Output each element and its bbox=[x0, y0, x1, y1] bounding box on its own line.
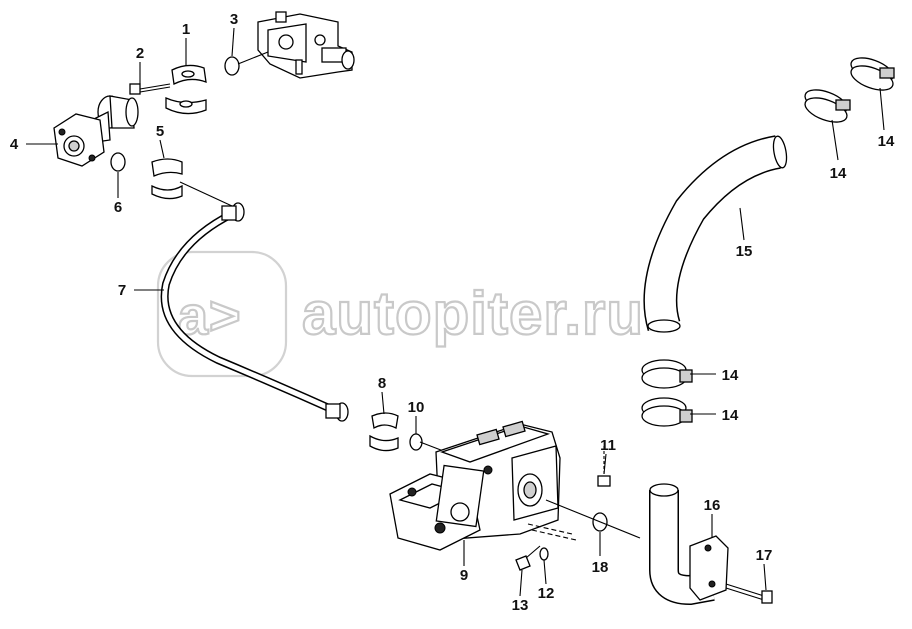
callout-labels: 1 2 3 4 5 6 7 8 9 10 11 12 13 14 14 14 1… bbox=[10, 11, 895, 614]
callout-14-b: 14 bbox=[878, 133, 895, 150]
callout-8: 8 bbox=[378, 375, 386, 392]
callout-7: 7 bbox=[118, 282, 126, 299]
callout-3: 3 bbox=[230, 11, 238, 28]
leader-lines bbox=[26, 27, 885, 597]
hose-7 bbox=[160, 202, 349, 422]
callout-14-c: 14 bbox=[722, 367, 739, 384]
watermark-text: autopiter.ru bbox=[302, 280, 644, 347]
callout-1: 1 bbox=[182, 21, 190, 38]
callout-5: 5 bbox=[156, 123, 164, 140]
hose-clamp-14-lower bbox=[641, 397, 693, 427]
callout-14-a: 14 bbox=[830, 165, 847, 182]
callout-17: 17 bbox=[756, 547, 773, 564]
watermark-logo-box bbox=[156, 250, 288, 378]
pin-11 bbox=[597, 446, 611, 487]
hose-clamp-14-upper-left bbox=[804, 89, 851, 123]
suction-hose-15 bbox=[643, 135, 788, 333]
washer-12 bbox=[539, 547, 549, 561]
callout-18: 18 bbox=[592, 559, 609, 576]
callout-6: 6 bbox=[114, 199, 122, 216]
callout-9: 9 bbox=[460, 567, 468, 584]
callout-15: 15 bbox=[736, 243, 753, 260]
bolt-17 bbox=[725, 583, 773, 604]
callout-13: 13 bbox=[512, 597, 529, 614]
o-ring-6 bbox=[110, 152, 126, 172]
watermark: a> autopiter.ru bbox=[156, 250, 644, 378]
callout-10: 10 bbox=[408, 399, 425, 416]
valve-block bbox=[257, 11, 355, 79]
hydraulic-pump-9 bbox=[389, 420, 577, 551]
split-flange-1 bbox=[165, 64, 207, 115]
bolt-2 bbox=[129, 83, 171, 95]
bolt-13 bbox=[515, 545, 541, 571]
callout-14-d: 14 bbox=[722, 407, 739, 424]
hose-clamp-14-upper-right bbox=[850, 57, 895, 91]
suction-elbow-16 bbox=[649, 483, 729, 606]
callout-12: 12 bbox=[538, 585, 555, 602]
callout-16: 16 bbox=[704, 497, 721, 514]
o-ring-3 bbox=[224, 56, 240, 76]
split-flange-5 bbox=[151, 158, 183, 200]
callout-11: 11 bbox=[600, 437, 616, 454]
callout-2: 2 bbox=[136, 45, 144, 62]
flange-4 bbox=[53, 113, 105, 167]
split-flange-8 bbox=[369, 412, 399, 452]
hose-clamp-14-middle bbox=[641, 359, 693, 389]
callout-4: 4 bbox=[10, 136, 19, 153]
